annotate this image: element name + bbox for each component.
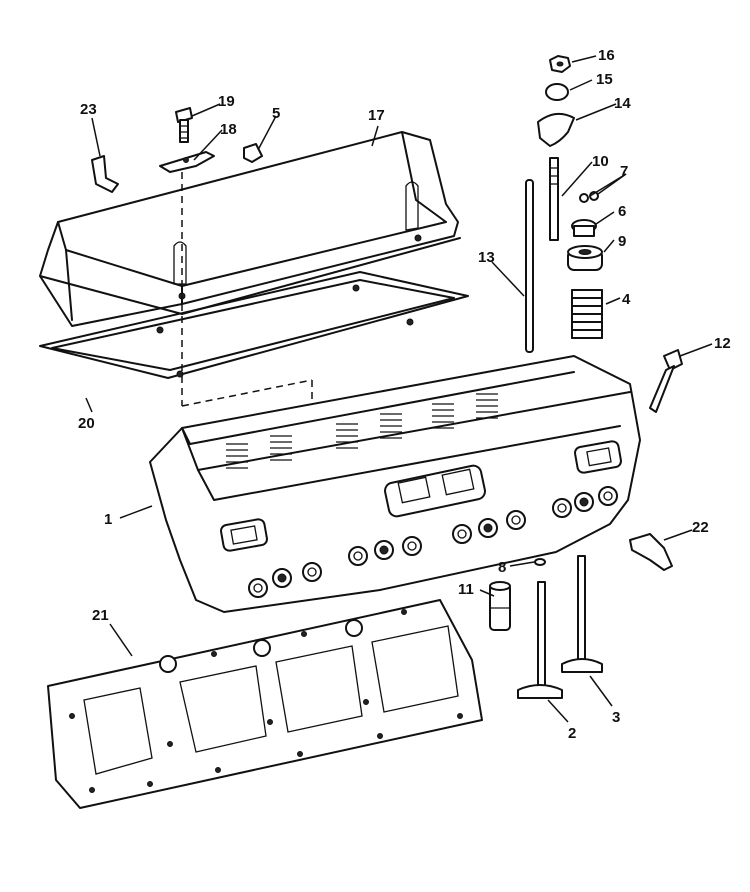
callout-3: 3 <box>612 709 620 726</box>
wire-clip <box>243 143 263 163</box>
intake-valve <box>517 581 563 699</box>
callout-15: 15 <box>596 71 613 88</box>
callout-12: 12 <box>714 335 731 352</box>
spring-cap <box>571 219 597 237</box>
callout-13: 13 <box>478 249 495 266</box>
installed-valve-springs <box>226 393 498 469</box>
nut <box>549 55 571 73</box>
callout-11: 11 <box>458 581 474 598</box>
callout-4: 4 <box>622 291 631 308</box>
callout-23: 23 <box>80 101 97 118</box>
head-gasket <box>47 599 483 809</box>
rocker-arm <box>537 112 575 147</box>
pivot-ball <box>545 83 569 101</box>
callout-17: 17 <box>368 107 385 124</box>
valve-cover-gasket <box>39 271 469 379</box>
valve-keys <box>579 191 599 203</box>
valve-spring <box>571 289 603 339</box>
push-rod <box>525 179 534 353</box>
callout-10: 10 <box>592 153 609 170</box>
callout-1: 1 <box>104 511 112 528</box>
callout-7: 7 <box>620 163 628 180</box>
callout-16: 16 <box>598 47 615 64</box>
head-bolt <box>649 349 683 413</box>
leader-lines <box>85 55 713 723</box>
cylinder-head <box>149 355 641 613</box>
callout-22: 22 <box>692 519 709 536</box>
valve-lifter <box>489 581 511 631</box>
temperature-sender <box>629 533 673 571</box>
oil-seal <box>534 558 546 566</box>
exhaust-valve <box>561 555 603 673</box>
callout-9: 9 <box>618 233 626 250</box>
callout-21: 21 <box>92 607 109 624</box>
callout-19: 19 <box>218 93 235 110</box>
callout-6: 6 <box>618 203 626 220</box>
callout-2: 2 <box>568 725 576 742</box>
valve-cover <box>39 131 461 327</box>
callout-8: 8 <box>498 559 506 576</box>
bracket-clip <box>91 155 119 193</box>
rocker-stud <box>549 157 559 241</box>
callout-18: 18 <box>220 121 237 138</box>
cover-retainer <box>159 151 215 173</box>
shield-damper <box>567 245 603 271</box>
callout-14: 14 <box>614 95 631 112</box>
callout-5: 5 <box>272 105 280 122</box>
cover-bolt <box>175 107 193 143</box>
callout-20: 20 <box>78 415 95 432</box>
